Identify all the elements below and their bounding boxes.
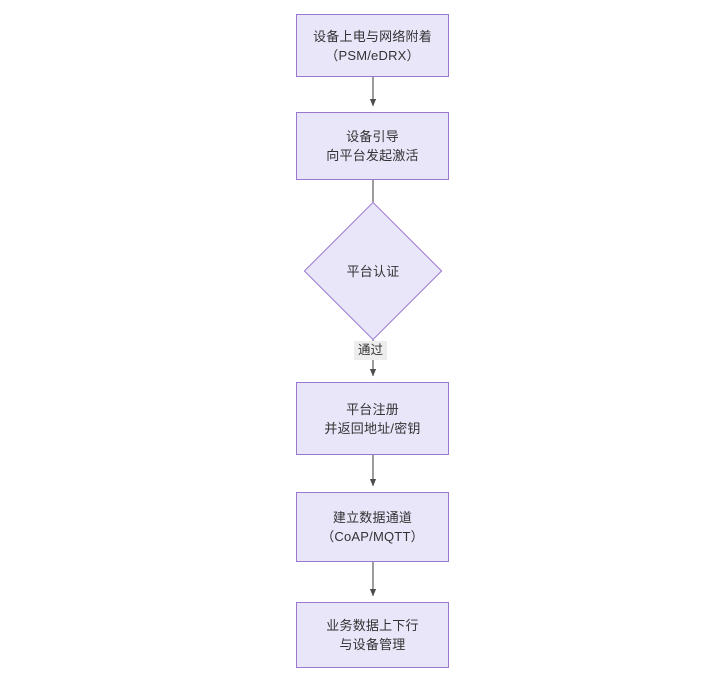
edge-label-pass: 通过 (354, 341, 388, 360)
node-platform-auth[interactable]: 平台认证 (303, 201, 443, 341)
node-platform-auth-label: 平台认证 (346, 263, 400, 279)
node-data-channel-label: 建立数据通道 （CoAP/MQTT） (321, 510, 424, 544)
node-data-channel[interactable]: 建立数据通道 （CoAP/MQTT） (296, 492, 449, 562)
node-business-data[interactable]: 业务数据上下行 与设备管理 (296, 602, 449, 668)
node-bootstrap[interactable]: 设备引导 向平台发起激活 (296, 112, 449, 180)
node-power-on[interactable]: 设备上电与网络附着 （PSM/eDRX） (296, 14, 449, 77)
node-bootstrap-label: 设备引导 向平台发起激活 (326, 129, 419, 163)
node-platform-register-label: 平台注册 并返回地址/密钥 (324, 401, 421, 436)
node-power-on-label: 设备上电与网络附着 （PSM/eDRX） (313, 28, 432, 63)
node-platform-register[interactable]: 平台注册 并返回地址/密钥 (296, 382, 449, 455)
node-business-data-label: 业务数据上下行 与设备管理 (326, 618, 419, 652)
